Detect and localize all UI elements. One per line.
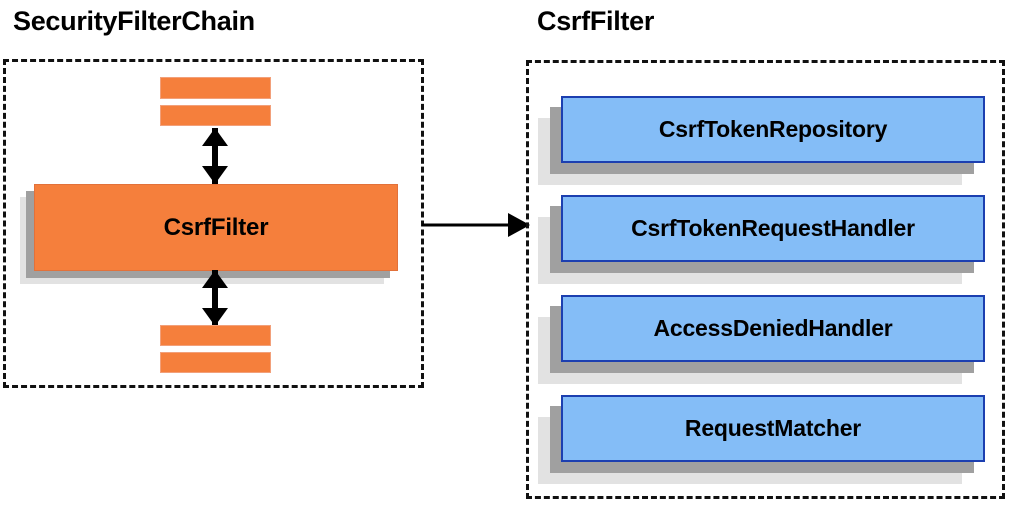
arrow-head-up — [202, 270, 228, 288]
arrow-stem — [422, 223, 516, 227]
node-csrf-token-request-handler-label: CsrfTokenRequestHandler — [561, 195, 985, 262]
node-request-matcher[interactable]: RequestMatcher — [538, 395, 985, 484]
csrf-filter-container — [526, 60, 1005, 499]
node-access-denied-handler-label: AccessDeniedHandler — [561, 295, 985, 362]
node-access-denied-handler[interactable]: AccessDeniedHandler — [538, 295, 985, 384]
connector-arrow — [422, 212, 530, 238]
node-csrf-token-request-handler[interactable]: CsrfTokenRequestHandler — [538, 195, 985, 284]
arrow-stem — [212, 270, 218, 326]
arrow-head-down — [202, 308, 228, 326]
chain-arrow-below — [200, 270, 230, 326]
filter-bar-below-1 — [160, 325, 271, 346]
filter-bar-above-2 — [160, 105, 271, 126]
node-csrf-token-repository-label: CsrfTokenRepository — [561, 96, 985, 163]
arrow-head-right — [508, 213, 530, 237]
filter-bar-above-1 — [160, 77, 271, 99]
arrow-head-down — [202, 166, 228, 184]
arrow-head-up — [202, 128, 228, 146]
node-csrf-filter[interactable]: CsrfFilter — [20, 184, 398, 284]
security-filter-chain-title: SecurityFilterChain — [13, 6, 255, 36]
arrow-stem — [212, 128, 218, 184]
csrf-filter-title: CsrfFilter — [537, 6, 655, 36]
node-request-matcher-label: RequestMatcher — [561, 395, 985, 462]
node-csrf-token-repository[interactable]: CsrfTokenRepository — [538, 96, 985, 185]
node-csrf-filter-label: CsrfFilter — [34, 184, 398, 271]
chain-arrow-above — [200, 128, 230, 184]
filter-bar-below-2 — [160, 352, 271, 373]
